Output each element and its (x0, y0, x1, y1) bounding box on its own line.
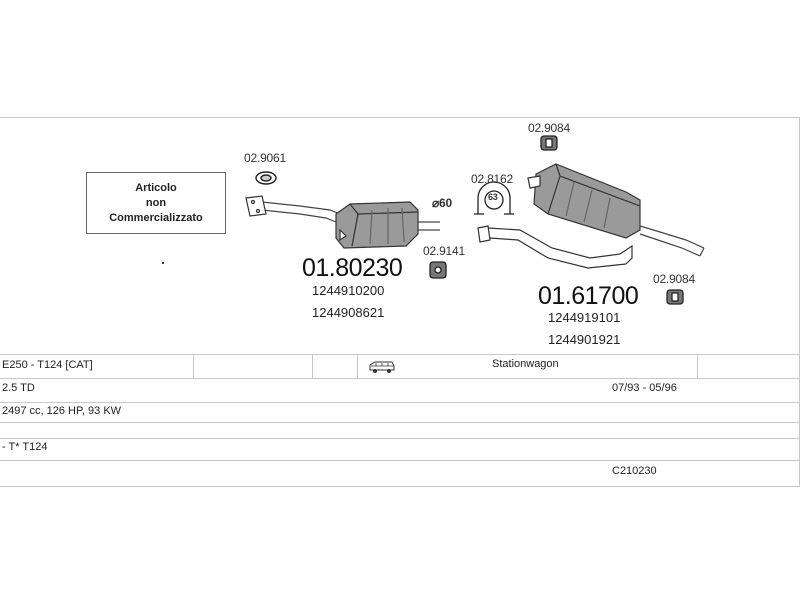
body-type-cell: Stationwagon (492, 358, 559, 370)
label-diameter: ⌀60 (432, 196, 452, 210)
clamp-size-badge: 63 (488, 192, 498, 202)
exhaust-diagram (245, 135, 705, 305)
middle-silencer (335, 201, 419, 249)
table-divider (357, 354, 358, 378)
note-line-1: Articolo (135, 182, 177, 194)
table-rule (0, 422, 799, 423)
table-rule (0, 378, 799, 379)
label-clamp-02-9061: 02.9061 (244, 151, 286, 165)
tail-pipe (639, 225, 705, 257)
table-rule (0, 354, 799, 355)
table-divider (312, 354, 313, 378)
intermediate-pipe (418, 221, 440, 231)
oem-ref-middle-1: 1244910200 (312, 283, 385, 298)
table-rule (0, 402, 799, 403)
label-hanger-02-9084-top: 02.9084 (528, 121, 570, 135)
joint-pipe (477, 225, 633, 269)
engine-cell: 2.5 TD (2, 382, 35, 394)
table-rule (0, 486, 799, 487)
model-cell: E250 - T124 [CAT] (2, 359, 93, 371)
note-line-2: non (145, 197, 167, 209)
label-clamp-02-8162: 02.8162 (471, 172, 513, 186)
chassis-cell: - T* T124 (2, 441, 48, 453)
front-pipe (261, 201, 341, 223)
part-code-middle-silencer: 01.80230 (302, 254, 403, 282)
catalog-code-cell: C210230 (612, 465, 657, 477)
hanger-02-9084-top (540, 135, 558, 151)
front-flange (245, 195, 267, 217)
hanger-02-9141 (429, 261, 447, 279)
note-line-3: Commercializzato (109, 212, 203, 224)
not-sold-note: Articolo non Commercializzato (86, 172, 226, 234)
oem-ref-middle-2: 1244908621 (312, 305, 385, 320)
station-wagon-icon (369, 361, 395, 373)
part-code-rear-silencer: 01.61700 (538, 282, 639, 310)
oem-ref-rear-2: 1244901921 (548, 332, 621, 347)
specs-cell: 2497 cc, 126 HP, 93 KW (2, 405, 122, 417)
table-divider (193, 354, 194, 378)
hanger-02-9084-right (666, 289, 684, 305)
years-cell: 07/93 - 05/96 (612, 382, 677, 394)
clamp-02-9061 (255, 171, 277, 185)
clamp-02-8162 (474, 181, 514, 215)
table-divider (697, 354, 698, 378)
rear-silencer (527, 163, 641, 239)
stray-dot (162, 262, 164, 264)
label-hanger-02-9084-right: 02.9084 (653, 272, 695, 286)
oem-ref-rear-1: 1244919101 (548, 310, 621, 325)
table-rule (0, 438, 799, 439)
table-rule (0, 460, 799, 461)
label-hanger-02-9141: 02.9141 (423, 244, 465, 258)
